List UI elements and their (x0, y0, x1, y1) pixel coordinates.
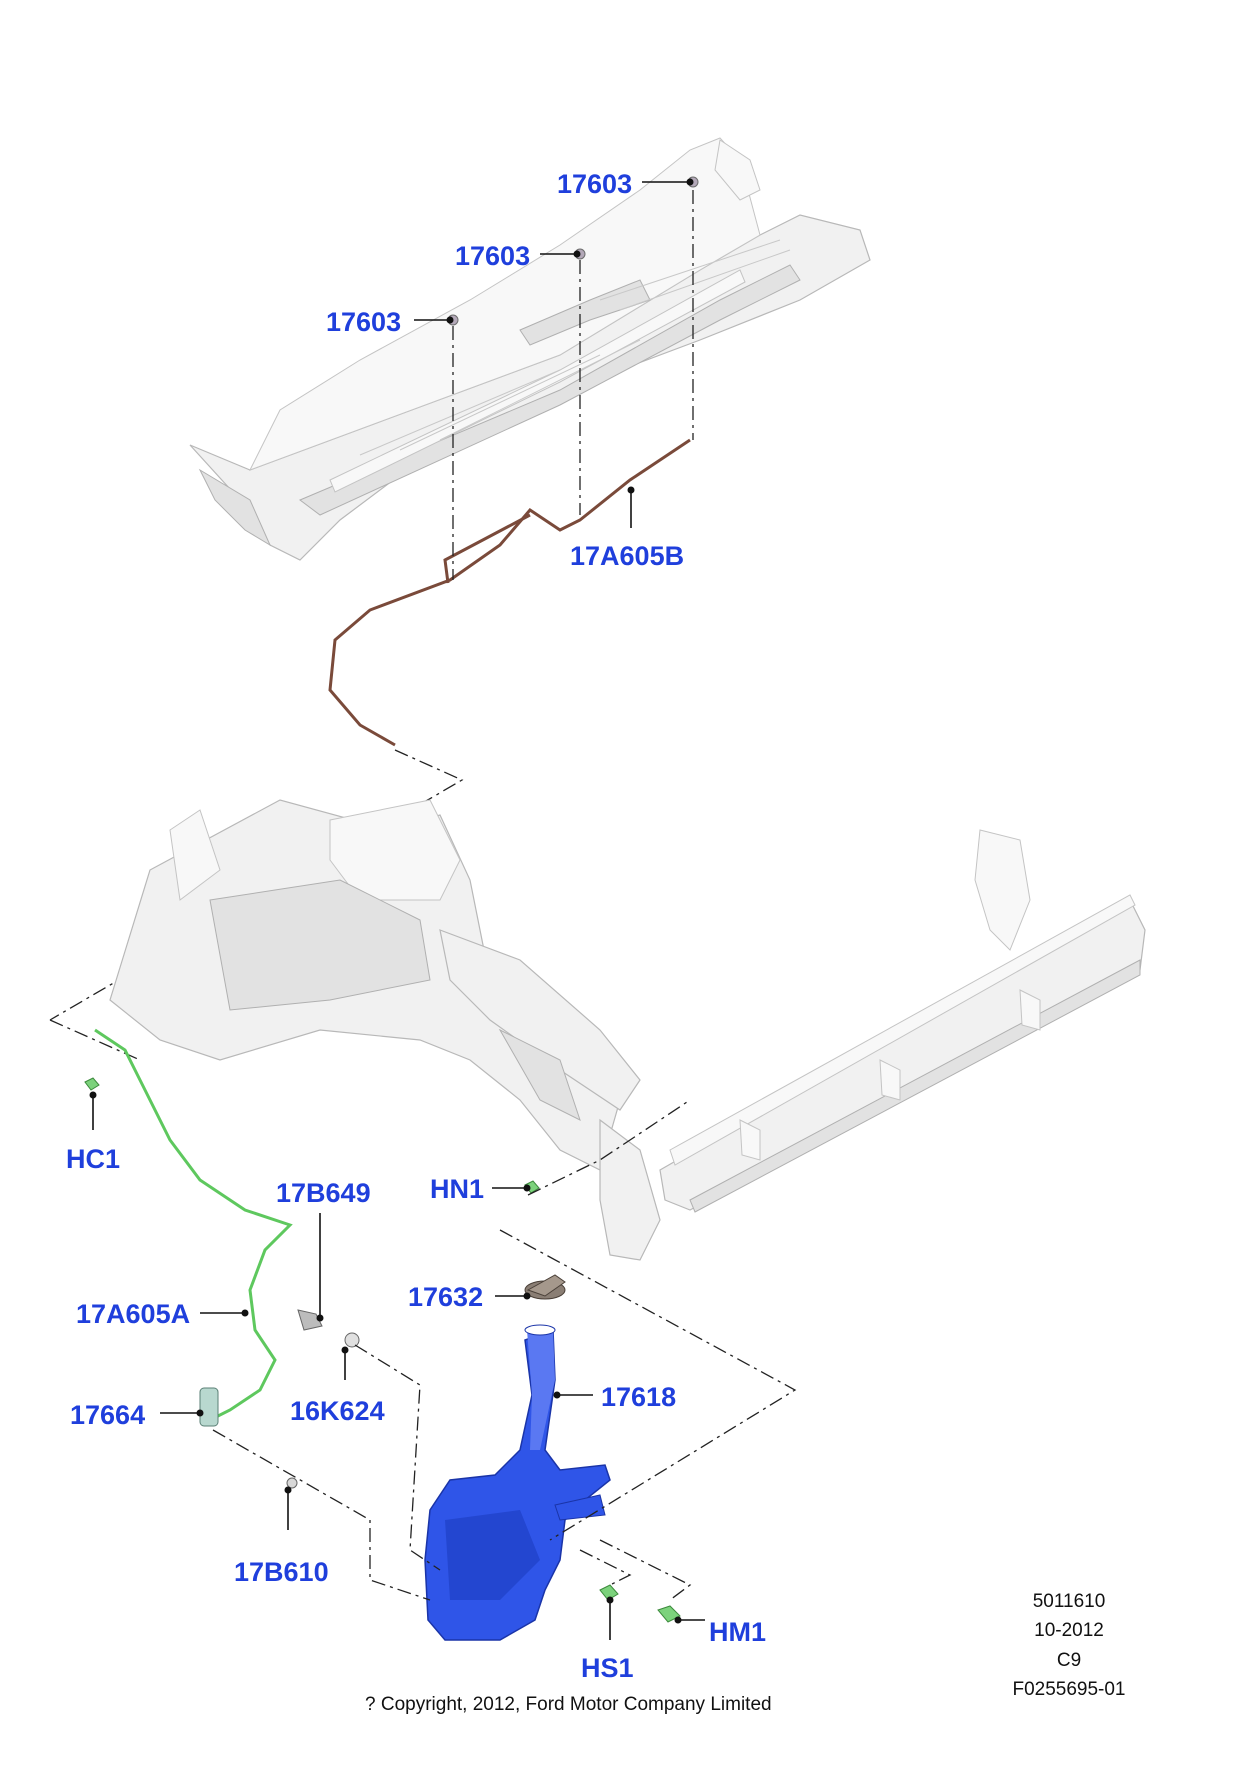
washer-pump (199, 1387, 219, 1427)
info-date: 10-2012 (1034, 1620, 1104, 1641)
callout-17632: 17632 (408, 1282, 483, 1312)
pump-grommet (286, 1477, 298, 1489)
lower-dash-lines (212, 1099, 797, 1601)
callout-16K624: 16K624 (290, 1396, 385, 1426)
callout-17618: 17618 (601, 1382, 676, 1412)
callout-leaders (89, 178, 705, 1640)
callout-17B649: 17B649 (276, 1178, 371, 1208)
info-model-code: C9 (1057, 1650, 1081, 1671)
callout-17A605B: 17A605B (570, 541, 684, 571)
front-structure (109, 799, 1146, 1261)
washer-hose-front (94, 1028, 293, 1422)
clip-HC1 (84, 1077, 100, 1091)
clip-HS1 (599, 1584, 619, 1601)
clip-HM1 (657, 1605, 681, 1623)
level-sensor-grommet (344, 1332, 360, 1348)
copyright-notice: ? Copyright, 2012, Ford Motor Company Li… (365, 1694, 772, 1715)
info-block: 5011610 10-2012 C9 F0255695-01 (1012, 1591, 1125, 1700)
reservoir-cap (524, 1274, 566, 1300)
washer-reservoir (424, 1324, 611, 1641)
callout-17603-mid: 17603 (455, 241, 530, 271)
callout-17A605A: 17A605A (76, 1299, 190, 1329)
callout-17B610: 17B610 (234, 1557, 329, 1587)
callout-HM1: HM1 (709, 1617, 766, 1647)
callout-17664: 17664 (70, 1400, 145, 1430)
callout-HN1: HN1 (430, 1174, 484, 1204)
callout-HC1: HC1 (66, 1144, 120, 1174)
cowl-panel (189, 137, 871, 561)
callout-17603-low: 17603 (326, 307, 401, 337)
info-illustration-number: 5011610 (1033, 1591, 1106, 1612)
callout-17603-top: 17603 (557, 169, 632, 199)
washer-hose-rear (328, 438, 691, 747)
callout-HS1: HS1 (581, 1653, 634, 1683)
callout-labels: 17603 17603 17603 17A605B HC1 17B649 HN1… (66, 169, 766, 1683)
level-sensor (297, 1309, 323, 1331)
info-figure-id: F0255695-01 (1012, 1679, 1125, 1700)
